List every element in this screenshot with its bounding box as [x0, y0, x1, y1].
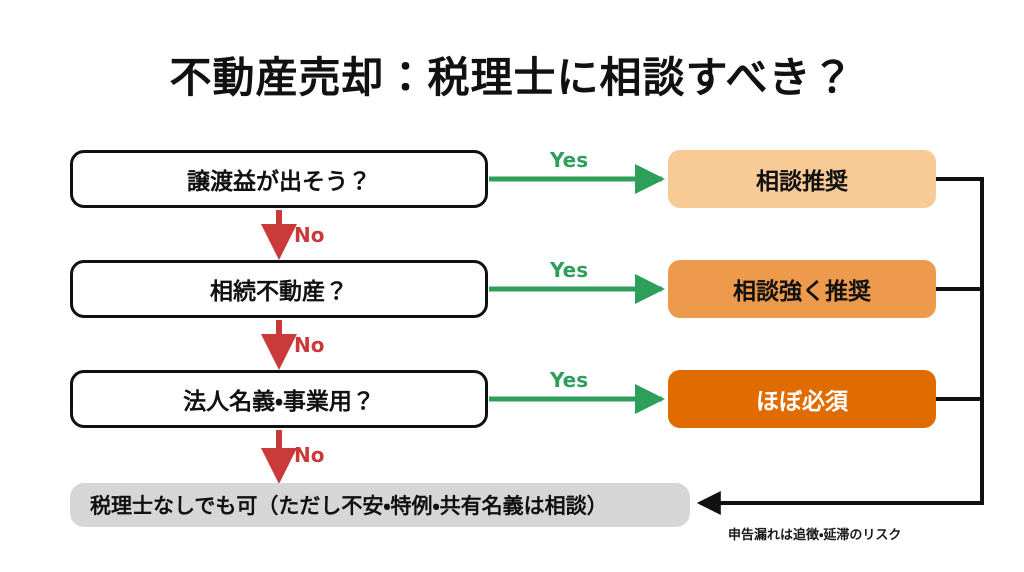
- yes-label-2: Yes: [550, 258, 589, 282]
- decision-box-3[interactable]: 法人名義・事業用？: [70, 370, 488, 428]
- risk-caption: 申告漏れは追徴・延滞のリスク: [728, 528, 902, 543]
- no-label-1: No: [294, 223, 325, 247]
- yes-label-3: Yes: [550, 368, 589, 392]
- outcome-box-recommended[interactable]: 相談推奨: [668, 150, 936, 208]
- terminal-box[interactable]: 税理士なしでも可（ただし不安・特例・共有名義は相談）: [70, 483, 690, 527]
- decision-box-1[interactable]: 譲渡益が出そう？: [70, 150, 488, 208]
- feedback-bus: [696, 177, 984, 515]
- no-label-2: No: [294, 333, 325, 357]
- outcome-box-strongly-recommended[interactable]: 相談強く推奨: [668, 260, 936, 318]
- page-title: 不動産売却：税理士に相談すべき？: [169, 53, 855, 102]
- outcome-box-essential[interactable]: ほぼ必須: [668, 370, 936, 428]
- yes-label-1: Yes: [550, 148, 589, 172]
- no-label-3: No: [294, 443, 325, 467]
- decision-box-2[interactable]: 相続不動産？: [70, 260, 488, 318]
